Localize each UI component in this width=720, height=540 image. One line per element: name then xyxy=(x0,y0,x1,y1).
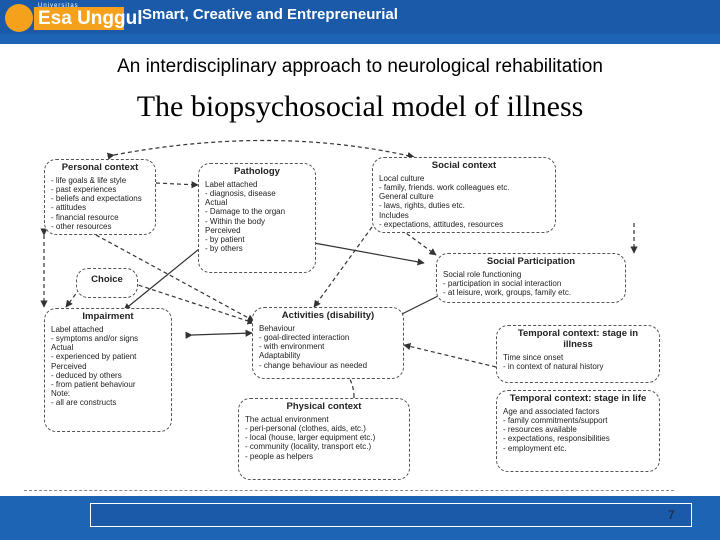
arrow-social-activities xyxy=(313,226,373,308)
personal-context-box: Personal context - life goals & life sty… xyxy=(44,159,156,235)
impairment-line: - all are constructs xyxy=(51,398,117,408)
temporal-illness-line: - in context of natural history xyxy=(503,362,604,372)
activities-line: - with environment xyxy=(259,342,325,352)
personal-context-line: - attitudes xyxy=(51,203,87,213)
choice-box: Choice xyxy=(76,268,138,298)
choice-title: Choice xyxy=(91,274,123,285)
slide-title: The biopsychosocial model of illness xyxy=(136,90,584,123)
social-context-line: - laws, rights, duties etc. xyxy=(379,201,465,211)
arrow-impairment-activities xyxy=(185,329,253,339)
impairment-line: - deduced by others xyxy=(51,370,122,380)
page-number: 7 xyxy=(668,508,675,522)
pathology-line: Actual xyxy=(205,198,228,208)
personal-context-line: - other resources xyxy=(51,221,112,231)
social-participation-box: Social Participation Social role functio… xyxy=(436,253,626,303)
impairment-line: Note: xyxy=(51,389,71,399)
temporal-illness-line: Time since onset xyxy=(503,352,564,362)
physical-context-line: - peri-personal (clothes, aids, etc.) xyxy=(245,424,366,434)
social-context-box: Social context Local culture - family, f… xyxy=(372,157,556,233)
impairment-box: Impairment Label attached - symptoms and… xyxy=(44,308,172,432)
impairment-line: - from patient behaviour xyxy=(51,380,136,390)
personal-context-line: - financial resource xyxy=(51,212,119,222)
pathology-line: - Within the body xyxy=(205,216,266,226)
social-context-line: - expectations, attitudes, resources xyxy=(379,219,504,229)
activities-line: Behaviour xyxy=(259,323,296,333)
biopsychosocial-diagram: Personal context - life goals & life sty… xyxy=(24,135,674,493)
personal-context-title: Personal context xyxy=(61,162,139,173)
social-context-line: - family, friends. work colleagues etc. xyxy=(379,183,510,193)
header-tagline: Smart, Creative and Entrepreneurial xyxy=(142,6,398,23)
pathology-line: - by patient xyxy=(205,235,245,245)
logo-background xyxy=(34,7,124,30)
social-context-line: Local culture xyxy=(379,173,425,183)
arrow-physical-activities xyxy=(343,368,358,404)
impairment-line: Actual xyxy=(51,343,74,353)
activities-line: - change behaviour as needed xyxy=(259,360,368,370)
physical-context-box: Physical context The actual environment … xyxy=(238,398,410,480)
physical-context-title: Physical context xyxy=(286,401,362,412)
social-context-title: Social context xyxy=(431,160,497,171)
physical-context-line: - community (locality, transport etc.) xyxy=(245,442,372,452)
pathology-title: Pathology xyxy=(234,166,280,177)
temporal-life-title: Temporal context: stage in life xyxy=(509,393,647,404)
temporal-illness-title: Temporal context: stage in illness xyxy=(517,328,639,350)
social-context-line: General culture xyxy=(379,192,434,202)
temporal-life-line: - resources available xyxy=(503,425,577,435)
arrow-choice-impairment xyxy=(65,282,85,308)
personal-context-line: - life goals & life style xyxy=(51,175,127,185)
logo-text: Esa Unggul xyxy=(38,8,143,29)
activities-box: Activities (disability) Behaviour - goal… xyxy=(252,307,404,379)
divider-line xyxy=(24,490,674,491)
slide-subtitle: An interdisciplinary approach to neurolo… xyxy=(117,56,603,77)
temporal-life-line: Age and associated factors xyxy=(503,406,600,416)
arrow-personal-pathology xyxy=(155,181,199,189)
impairment-line: - symptoms and/or signs xyxy=(51,334,139,344)
temporal-life-line: - family commitments/support xyxy=(503,416,608,426)
temporal-illness-box: Temporal context: stage in illness Time … xyxy=(496,325,660,383)
pathology-line: Label attached xyxy=(205,179,258,189)
impairment-line: - experienced by patient xyxy=(51,352,137,362)
impairment-line: Perceived xyxy=(51,361,87,371)
physical-context-line: - people as helpers xyxy=(245,451,314,461)
activities-line: - goal-directed interaction xyxy=(259,333,350,343)
arrow-temporal-activities xyxy=(403,343,497,368)
arrow-pathology-impairment xyxy=(123,244,205,311)
arrow-personal-social xyxy=(106,139,415,160)
temporal-life-line: - expectations, responsibilities xyxy=(503,434,610,444)
personal-context-line: - beliefs and expectations xyxy=(51,194,142,204)
impairment-line: Label attached xyxy=(51,324,104,334)
pathology-line: - Damage to the organ xyxy=(205,207,286,217)
pathology-box: Pathology Label attached - diagnosis, di… xyxy=(198,163,316,273)
logo-icon xyxy=(5,4,33,32)
personal-context-line: - past experiences xyxy=(51,185,117,195)
social-participation-line: - at leisure, work, groups, family etc. xyxy=(443,288,572,298)
physical-context-line: The actual environment xyxy=(245,414,329,424)
logo-caption: Universitas xyxy=(38,3,79,9)
temporal-life-line: - employment etc. xyxy=(503,443,567,453)
social-participation-line: - participation in social interaction xyxy=(443,279,562,289)
arrow-pathology-participation xyxy=(313,242,425,266)
arrow-personal-activities xyxy=(95,234,255,322)
activities-title: Activities (disability) xyxy=(281,310,375,321)
social-context-line: Includes xyxy=(379,210,409,220)
footer-inner-bar xyxy=(90,503,692,527)
pathology-line: - diagnosis, disease xyxy=(205,189,276,199)
arrow-choice-activities xyxy=(131,282,255,325)
pathology-line: Perceived xyxy=(205,225,241,235)
social-participation-line: Social role functioning xyxy=(443,269,522,279)
activities-line: Adaptability xyxy=(259,351,301,361)
pathology-line: - by others xyxy=(205,244,243,254)
temporal-life-box: Temporal context: stage in life Age and … xyxy=(496,390,660,472)
impairment-title: Impairment xyxy=(82,311,134,322)
physical-context-line: - local (house, larger equipment etc.) xyxy=(245,433,376,443)
social-participation-title: Social Participation xyxy=(486,256,576,267)
